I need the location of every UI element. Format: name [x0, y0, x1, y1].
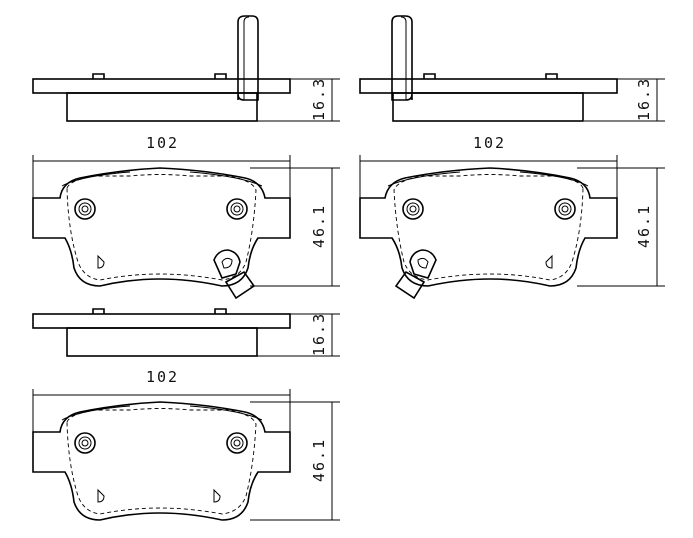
width-dimension: 102: [32, 368, 291, 434]
pad-bottom-left-front: 102 46.1: [32, 368, 340, 521]
thickness-label: 16.3: [635, 77, 653, 121]
thickness-dimension: 16.3: [584, 77, 665, 122]
wear-sensor: [395, 249, 437, 299]
width-dimension: 102: [32, 134, 291, 200]
thickness-label: 16.3: [310, 77, 328, 121]
wear-sensor-clip: [237, 15, 259, 101]
width-dimension: 102: [359, 134, 618, 200]
height-label: 46.1: [310, 204, 328, 248]
thickness-label: 16.3: [310, 312, 328, 356]
pad-top-left: 16.3 102 46.1: [32, 15, 340, 299]
thickness-dimension: 16.3: [257, 77, 340, 122]
front-view: [32, 167, 291, 299]
pad-top-right: 16.3 102 46.1: [359, 15, 665, 299]
side-view: [32, 15, 291, 122]
front-view: [32, 401, 291, 521]
pad-bottom-left: 16.3: [32, 308, 340, 357]
side-view: [32, 308, 291, 357]
width-label: 102: [473, 134, 506, 152]
side-view: [359, 15, 618, 122]
thickness-dimension: 16.3: [257, 312, 340, 357]
height-label: 46.1: [310, 438, 328, 482]
front-view: [359, 167, 618, 299]
width-label: 102: [146, 368, 179, 386]
height-dimension: 46.1: [250, 167, 340, 287]
width-label: 102: [146, 134, 179, 152]
wear-sensor-clip: [391, 15, 413, 101]
height-dimension: 46.1: [250, 401, 340, 521]
wear-sensor: [213, 249, 255, 299]
height-dimension: 46.1: [577, 167, 665, 287]
height-label: 46.1: [635, 204, 653, 248]
